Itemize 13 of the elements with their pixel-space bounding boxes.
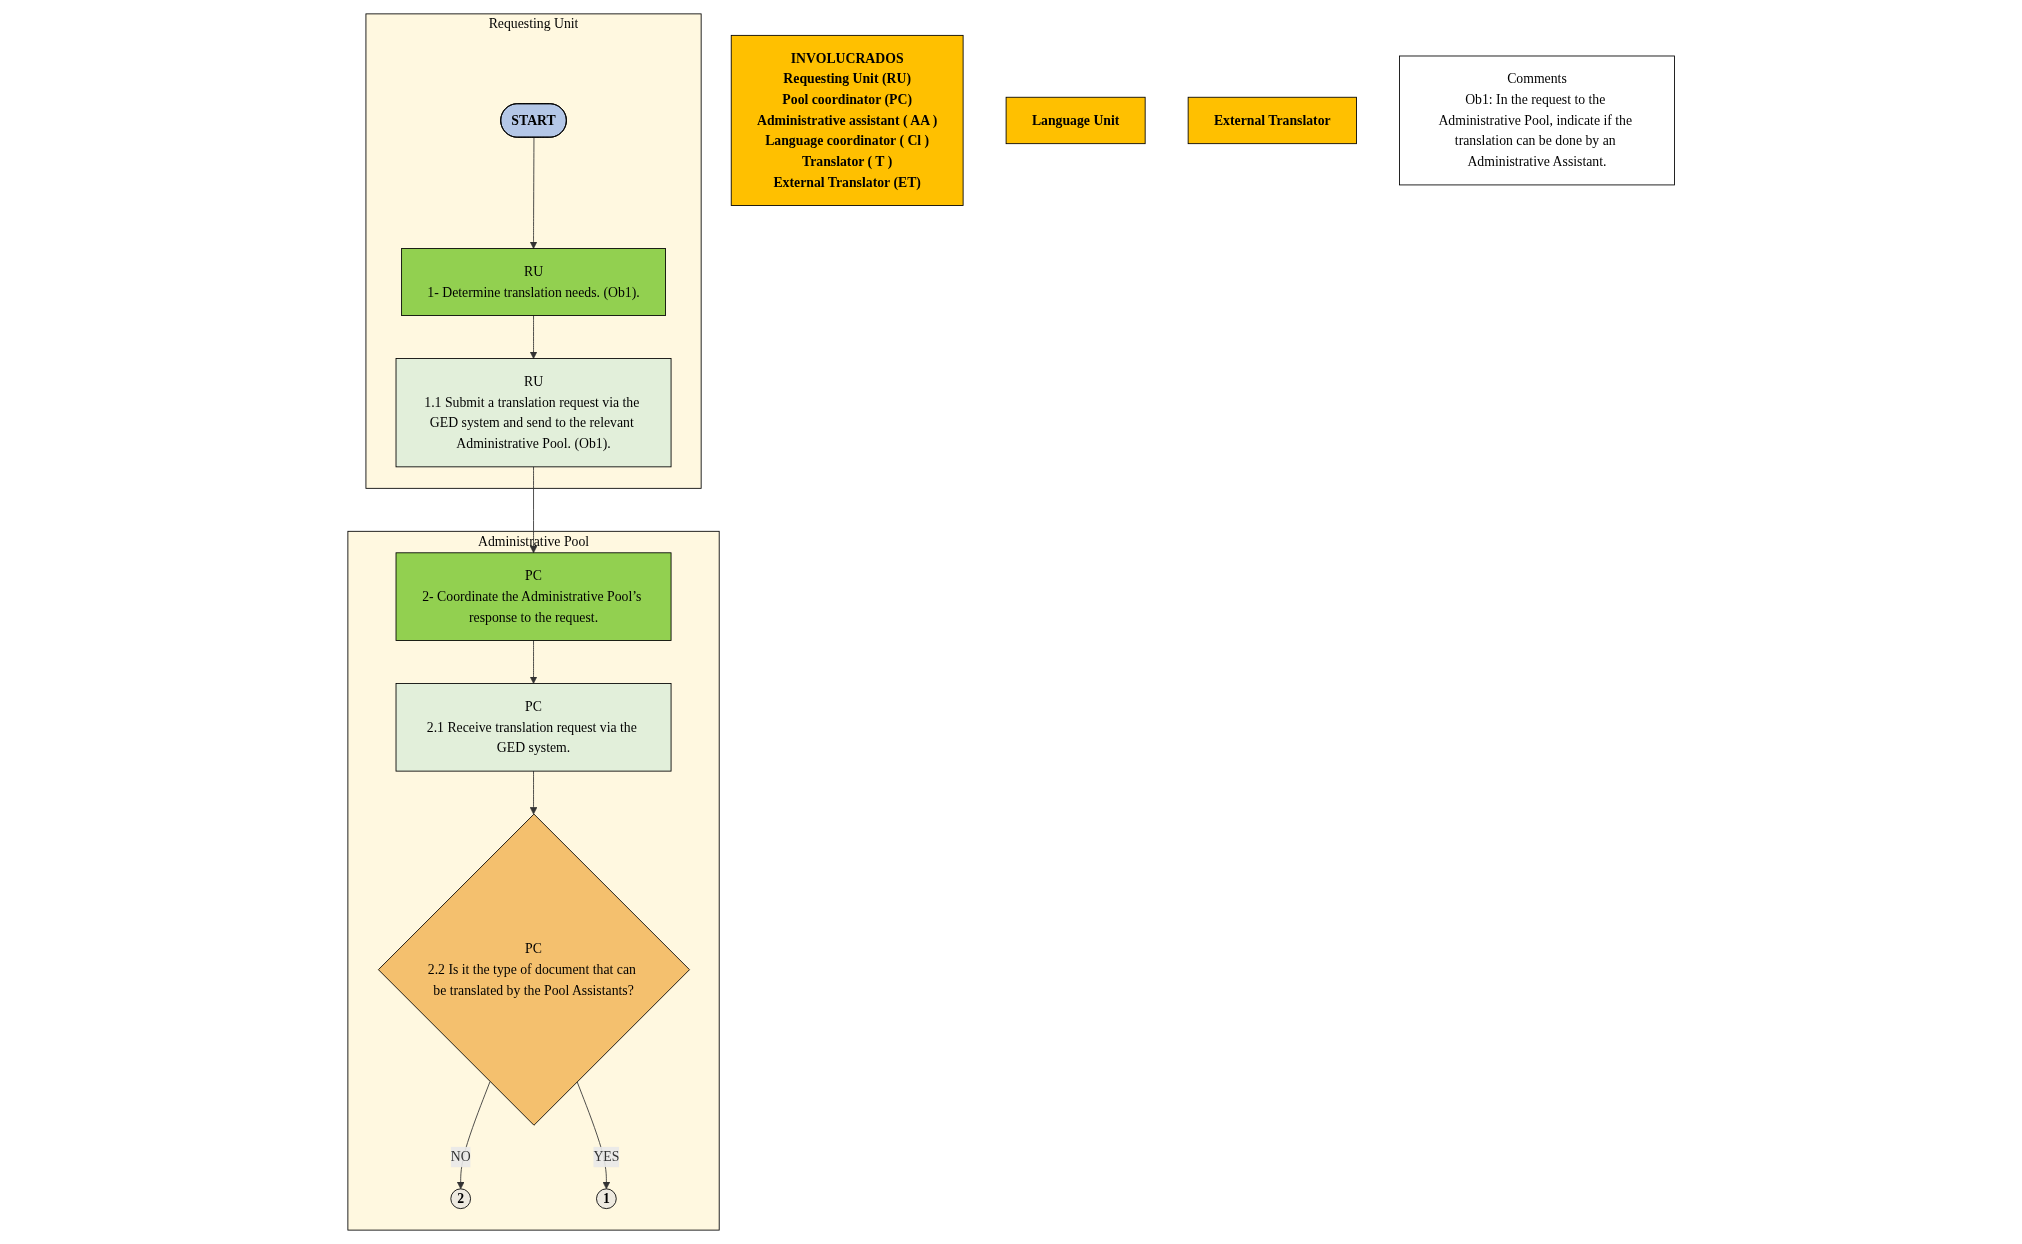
node-box: INVOLUCRADOS Requesting Unit (RU) Pool coordinator (PC) Administrative assistant ( AA ) Language coordinator ( Cl ) Translator ( T ) External Translator (ET) [730,34,964,206]
edge-label: YES [593,1149,620,1164]
node-diamond: PC 2.2 Is it the type of document that can be translated by the Pool Assistants? [377,813,690,1126]
node-box: PC 2- Coordinate the Administrative Pool’s response to the request. [395,552,672,641]
node-box: PC 2.1 Receive translation request via the GED system. [395,683,672,772]
node-box: RU 1.1 Submit a translation request via the GED system and send to the relevant Administrative Pool. (Ob1). [395,358,672,468]
node-circle: 1 [595,1188,617,1210]
node-box: Language Unit [1005,96,1146,145]
edge-label: NO [450,1149,471,1164]
node-box: RU 1- Determine translation needs. (Ob1). [400,248,666,316]
node-box: Comments Ob1: In the request to the Administrative Pool, indicate if the translation can be done by an Administrative Assistant. [1398,55,1675,186]
node-circle: 2 [450,1188,471,1210]
node-box: External Translator [1187,96,1357,145]
